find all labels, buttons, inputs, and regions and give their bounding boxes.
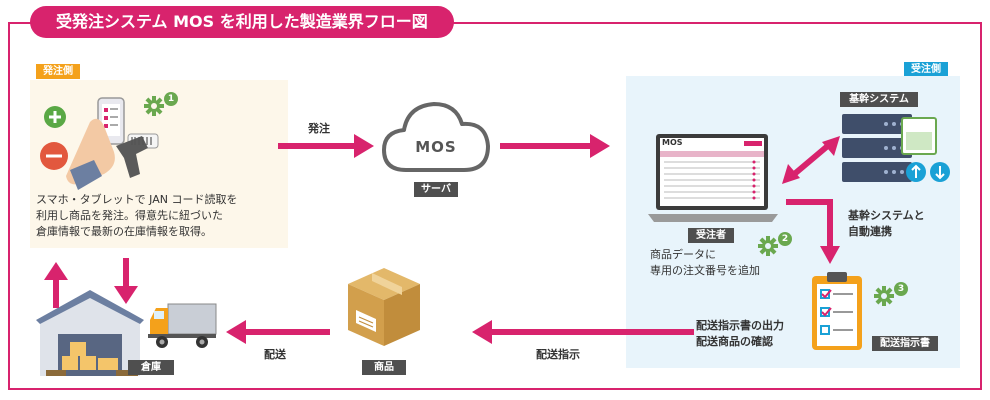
plus-icon [44, 106, 66, 132]
down-arrow [114, 258, 138, 308]
server-logo-text: MOS [415, 138, 457, 156]
auto-integration-label: 基幹システムと 自動連携 [848, 209, 925, 238]
delivery-flow-label: 配送 [264, 348, 286, 361]
bidirectional-arrow [780, 134, 842, 190]
instruction-sheet-label: 配送指示書 [872, 336, 938, 351]
diagram-frame [8, 22, 982, 390]
minus-icon [40, 142, 68, 174]
instruction-description: 配送指示書の出力 配送商品の確認 [696, 319, 784, 348]
cloud-icon [382, 100, 490, 180]
delivery-instruction-arrow [472, 320, 694, 348]
receiver-description: 商品データに 専用の注文番号を追加 [650, 248, 760, 277]
cardboard-box-icon [348, 268, 420, 352]
gear-icon [874, 286, 894, 310]
screen-logo: MOS [662, 138, 683, 147]
auto-integration-arrow [786, 196, 848, 270]
diagram-title: 受発注システム MOS を利用した製造業界フロー図 [30, 6, 454, 38]
ordering-description: スマホ・タブレットで JAN コード読取を 利用し商品を発注。得意先に紐づいた … [36, 193, 238, 238]
receiver-label: 受注者 [688, 228, 734, 243]
warehouse-label: 倉庫 [128, 360, 174, 375]
up-arrow [44, 262, 68, 312]
ordering-side-tag: 発注側 [36, 64, 80, 79]
clipboard-icon [812, 272, 862, 354]
warehouse-icon [36, 290, 144, 384]
gear-icon [144, 96, 164, 120]
order-flow-label: 発注 [308, 122, 330, 135]
truck-icon [148, 300, 218, 354]
core-system-label: 基幹システム [840, 92, 918, 107]
product-label: 商品 [362, 360, 406, 375]
order-arrow [278, 134, 374, 162]
receiving-side-tag: 受注側 [904, 62, 948, 77]
server-rack-icon [842, 114, 952, 188]
step-number-badge: 3 [894, 282, 908, 296]
step-number-badge: 1 [164, 92, 178, 106]
arrow-to-receiver [500, 134, 610, 162]
gear-icon [758, 236, 778, 260]
laptop-icon [648, 134, 778, 230]
step-number-badge: 2 [778, 232, 792, 246]
phone-scanner-illustration [44, 92, 164, 192]
server-label: サーバ [414, 182, 458, 197]
delivery-arrow [226, 320, 330, 348]
delivery-instruction-label: 配送指示 [536, 348, 580, 361]
